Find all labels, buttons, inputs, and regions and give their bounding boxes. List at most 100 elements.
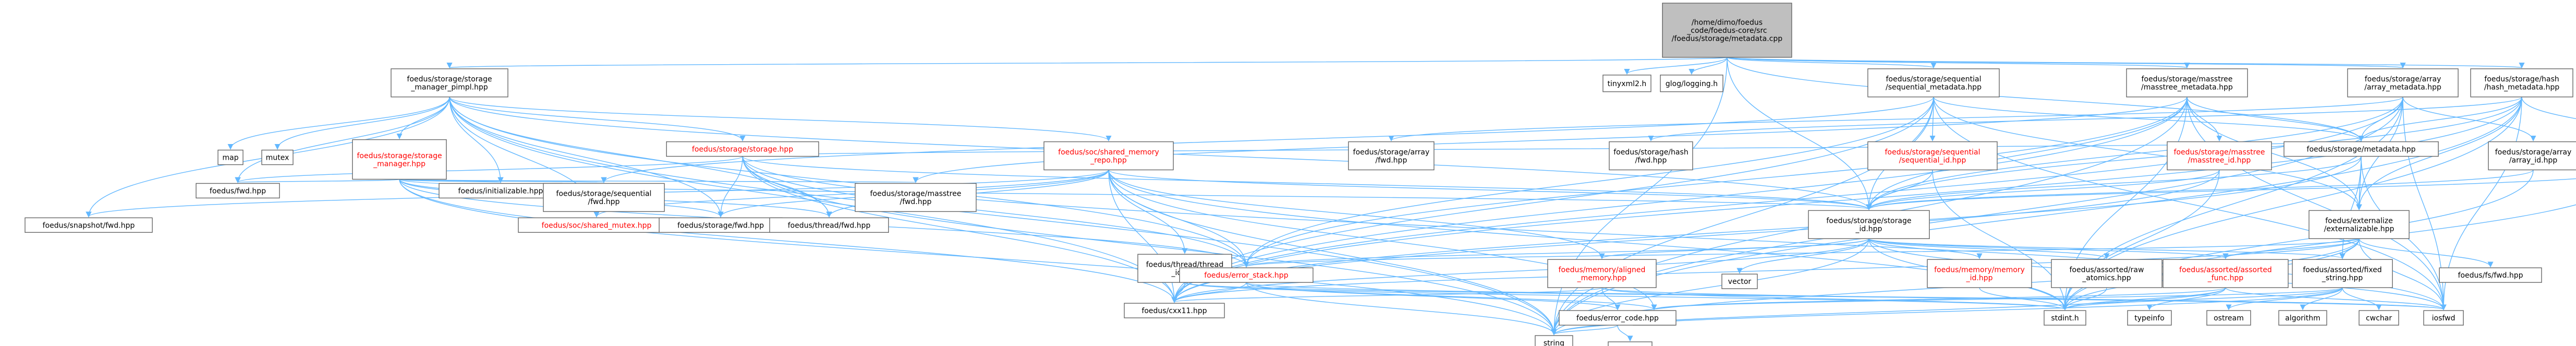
node-box: [1867, 141, 1998, 171]
node-label: foedus/storage/array: [2495, 148, 2572, 157]
node-label: /sequential_id.hpp: [1899, 156, 1966, 164]
node-smgr[interactable]: foedus/storage/storage_manager.hpp: [352, 139, 447, 180]
node-box: [438, 183, 563, 199]
node-arrfwd[interactable]: foedus/storage/array/fwd.hpp: [1348, 141, 1434, 171]
edge-shmem-to-thrid: [1108, 170, 1188, 254]
node-label: foedus/storage/hash: [1613, 148, 1688, 157]
node-label: foedus/fs/fwd.hpp: [2458, 271, 2523, 280]
node-aligned[interactable]: foedus/memory/aligned_memory.hpp: [1547, 259, 1657, 288]
node-label: _repo.hpp: [1090, 156, 1126, 164]
node-box: [1559, 310, 1677, 326]
edge-mtmeta-to-metadata: [2187, 97, 2364, 141]
node-seqfwd[interactable]: foedus/storage/sequential/fwd.hpp: [543, 183, 665, 212]
node-label: foedus/storage/metadata.hpp: [2307, 146, 2416, 154]
node-snapfwd[interactable]: foedus/snapshot/fwd.hpp: [25, 217, 153, 233]
node-glog[interactable]: glog/logging.h: [1660, 75, 1724, 92]
node-label: foedus/soc/shared_mutex.hpp: [542, 221, 652, 230]
node-mutex[interactable]: mutex: [261, 149, 294, 165]
node-vector[interactable]: vector: [1721, 273, 1758, 289]
node-storage[interactable]: foedus/storage/storage.hpp: [666, 141, 820, 157]
node-mtfwd[interactable]: foedus/storage/masstree/fwd.hpp: [854, 183, 977, 212]
node-cwchar[interactable]: cwchar: [2358, 310, 2400, 326]
node-box: [518, 217, 675, 233]
node-label: foedus/assorted/assorted: [2179, 266, 2272, 274]
node-label: foedus/cxx11.hpp: [1142, 307, 1207, 315]
node-label: foedus/soc/shared_memory: [1058, 148, 1159, 157]
edge-storage-to-fwd: [235, 156, 743, 183]
node-box: [1808, 210, 1930, 240]
node-shmutex[interactable]: foedus/soc/shared_mutex.hpp: [518, 217, 675, 233]
node-label: foedus/storage/sequential: [1886, 75, 1981, 83]
node-box: [769, 217, 889, 233]
node-label: vector: [1728, 278, 1751, 286]
edge-memid-to-stdint: [1979, 287, 2068, 311]
node-box: [1660, 75, 1724, 92]
node-mtmeta[interactable]: foedus/storage/masstree/masstree_metadat…: [2126, 68, 2248, 98]
node-seqid[interactable]: foedus/storage/sequential/sequential_id.…: [1867, 141, 1998, 171]
node-label: _id.hpp: [1855, 225, 1882, 233]
node-errstack[interactable]: foedus/error_stack.hpp: [1179, 267, 1314, 283]
node-arrmeta[interactable]: foedus/storage/array/array_metadata.hpp: [2347, 68, 2459, 98]
node-label: _manager_pimpl.hpp: [411, 83, 488, 92]
node-shmem[interactable]: foedus/soc/shared_memory_repo.hpp: [1043, 141, 1174, 171]
node-label: foedus/storage/sequential: [1885, 148, 1980, 157]
edge-smpimpl-to-errstack: [449, 97, 1250, 268]
node-hashfwd[interactable]: foedus/storage/hash/fwd.hpp: [1609, 141, 1693, 171]
node-box: [2358, 310, 2400, 326]
node-label: foedus/snapshot/fwd.hpp: [43, 221, 135, 230]
node-label: foedus/initializable.hpp: [458, 187, 543, 195]
node-label: foedus/storage/array: [1353, 148, 1430, 157]
node-label: algorithm: [2285, 314, 2321, 323]
edge-arrmeta-to-string: [1551, 97, 2404, 336]
node-label: /fwd.hpp: [1375, 156, 1407, 164]
node-metadata[interactable]: foedus/storage/metadata.hpp: [2283, 141, 2439, 157]
node-mtid[interactable]: foedus/storage/masstree/masstree_id.hpp: [2167, 141, 2272, 171]
node-cassert[interactable]: cassert: [1608, 341, 1653, 346]
edge-fixstr-to-string: [1551, 287, 2343, 336]
node-stid[interactable]: foedus/storage/storage_id.hpp: [1808, 210, 1930, 240]
node-cxx11[interactable]: foedus/cxx11.hpp: [1124, 303, 1225, 318]
node-errid[interactable]: foedus/error_code.hpp: [1559, 310, 1677, 326]
node-stdint[interactable]: stdint.h: [2044, 310, 2086, 326]
node-typeinfo[interactable]: typeinfo: [2127, 310, 2172, 326]
edge-mtmeta-to-errstack: [1243, 97, 2188, 268]
node-box: [1608, 341, 1653, 346]
node-iosfwd[interactable]: iosfwd: [2423, 310, 2464, 326]
edge-smpimpl-to-string: [449, 97, 1557, 336]
node-label: foedus/storage/storage: [357, 152, 442, 160]
node-thrfwd[interactable]: foedus/thread/fwd.hpp: [769, 217, 889, 233]
node-root[interactable]: /home/dimo/foedus_code/foedus-core/src/f…: [1662, 3, 1792, 58]
edge-mtmeta-to-cxx11: [1171, 97, 2188, 303]
node-algorithm[interactable]: algorithm: [2278, 310, 2328, 326]
edge-extz-to-errstack: [1243, 238, 2360, 268]
node-box: [2283, 141, 2439, 157]
node-fwd[interactable]: foedus/fwd.hpp: [195, 183, 280, 199]
node-stfwd[interactable]: foedus/storage/fwd.hpp: [659, 217, 783, 233]
node-xmlfwd[interactable]: foedus/fs/fwd.hpp: [2439, 267, 2542, 283]
node-hashmeta[interactable]: foedus/storage/hash/hash_metadata.hpp: [2470, 68, 2573, 98]
node-label: /home/dimo/foedus: [1692, 18, 1763, 27]
node-box: [1043, 141, 1174, 171]
node-asfunc[interactable]: foedus/assorted/assorted_func.hpp: [2163, 259, 2289, 288]
edge-asfunc-to-typeinfo: [2146, 287, 2226, 311]
node-label: typeinfo: [2134, 314, 2165, 323]
edge-smpimpl-to-initable: [449, 97, 504, 183]
edge-smpimpl-to-stfwd: [449, 97, 724, 218]
node-memid[interactable]: foedus/memory/memory_id.hpp: [1927, 259, 2032, 288]
node-label: _code/foedus-core/src: [1687, 27, 1767, 35]
node-rawatom[interactable]: foedus/assorted/raw_atomics.hpp: [2051, 259, 2163, 288]
node-label: foedus/assorted/raw: [2069, 266, 2144, 274]
node-extz[interactable]: foedus/externalize/externalizable.hpp: [2308, 210, 2410, 240]
node-tinyxml[interactable]: tinyxml2.h: [1602, 75, 1652, 92]
node-arrid[interactable]: foedus/storage/array/array_id.hpp: [2488, 141, 2576, 171]
edge-asfunc-to-iosfwd: [2225, 287, 2447, 311]
node-map[interactable]: map: [217, 149, 244, 165]
node-fixstr[interactable]: foedus/assorted/fixed_string.hpp: [2292, 259, 2393, 288]
node-ostream[interactable]: ostream: [2206, 310, 2251, 326]
node-string[interactable]: string: [1535, 335, 1573, 346]
node-smpimpl[interactable]: foedus/storage/storage_manager_pimpl.hpp: [390, 68, 508, 98]
node-label: _manager.hpp: [373, 160, 425, 168]
node-box: [2127, 310, 2172, 326]
node-initable[interactable]: foedus/initializable.hpp: [438, 183, 563, 199]
node-seqmeta[interactable]: foedus/storage/sequential/sequential_met…: [1867, 68, 2000, 98]
